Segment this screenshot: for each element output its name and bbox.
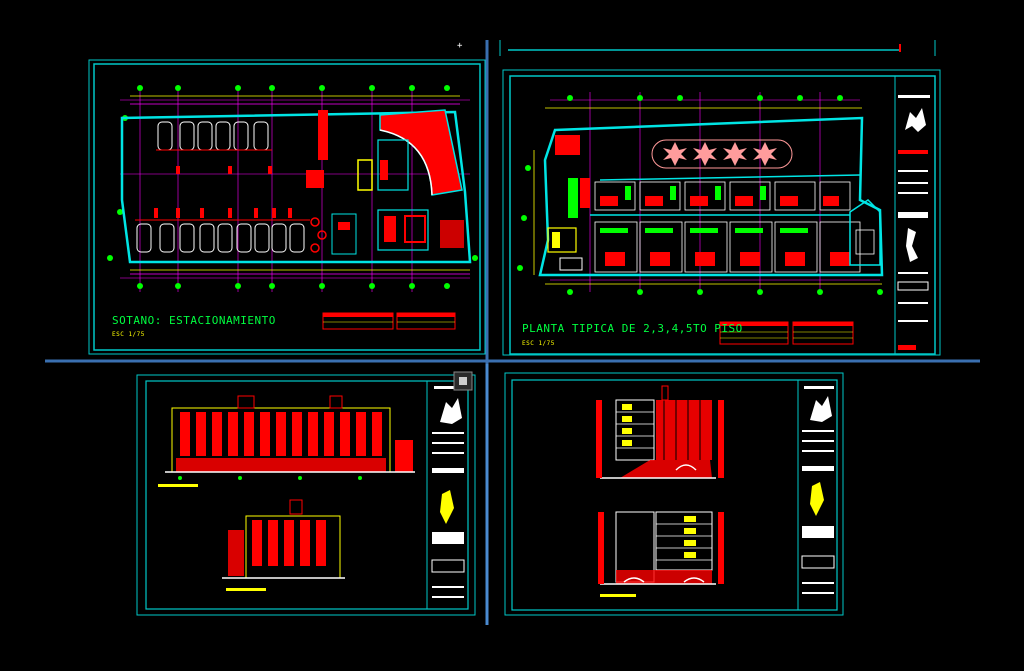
typical-floor-furniture-upper [600,196,839,206]
viewport-dividers [45,40,980,625]
typical-floor-courtyard [651,139,793,169]
typical-floor-furniture-lower [555,135,850,266]
basement-ramp [379,109,463,196]
typical-floor-rooms-upper [594,181,851,211]
typical-floor-grid-markers [517,95,883,295]
basement-parking-bottom [135,219,310,253]
basement-sheet-title: SOTANO: ESTACIONAMIENTO [112,314,276,327]
typical-floor-legend-tables [719,321,854,345]
viewport-cursor-icon[interactable] [453,371,473,391]
basement-parking-top [156,121,272,151]
sections-title-block [801,386,835,594]
basement-structure [154,110,328,218]
basement-core [310,139,464,255]
sheet-sections[interactable] [504,372,844,616]
typical-floor-dimensions [533,107,882,285]
section-upper [596,385,724,479]
section-lower [598,511,724,597]
elevations-title-block [431,386,465,598]
sheet-typical-floor[interactable] [502,69,941,356]
basement-dimensions [130,95,470,275]
basement-grid-markers [107,85,478,289]
elevation-front [158,395,415,487]
typical-floor-green-details [568,178,808,233]
typical-floor-stair [547,227,583,271]
typical-floor-rooms-lower [594,221,861,273]
elevation-side [222,499,345,591]
svg-text:+: + [457,41,463,51]
sheet-elevations[interactable] [136,371,476,616]
sheet-basement[interactable] [88,59,486,355]
typical-floor-right-wing [849,199,881,266]
basement-sheet-scale: ESC 1/75 [112,331,145,338]
partial-sheet-top: + [457,40,936,56]
typical-floor-outline [538,116,884,277]
basement-legend-tables [322,312,456,330]
typical-floor-title-block [897,95,930,350]
typical-floor-sheet-title: PLANTA TIPICA DE 2,3,4,5TO PISO [522,322,743,335]
typical-floor-sheet-scale: ESC 1/75 [522,340,555,347]
basement-outline [120,110,472,264]
